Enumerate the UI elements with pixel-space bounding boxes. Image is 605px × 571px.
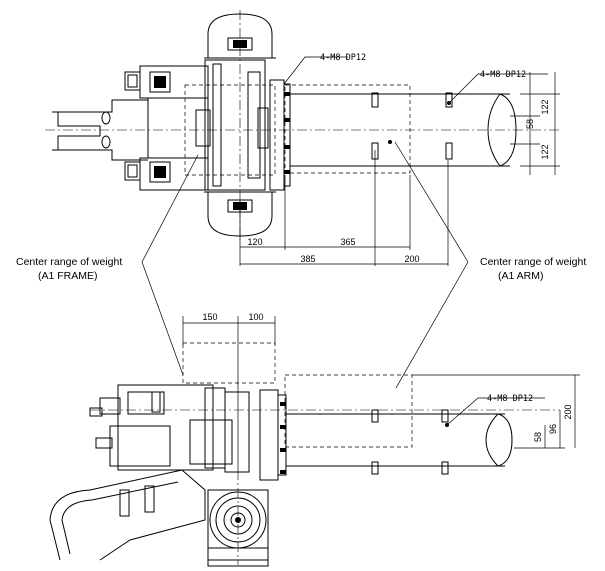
frame-range-zone-side [182, 342, 276, 384]
dim-122-top: 122 [540, 99, 550, 114]
dim-122-bottom: 122 [540, 144, 550, 159]
dim-385: 385 [300, 254, 315, 264]
dim-120: 120 [247, 237, 262, 247]
dim-200: 200 [404, 254, 419, 264]
bolt-note-top-right: 4-M8 DP12 [480, 70, 526, 80]
dim-58-top: 58 [525, 119, 535, 129]
arm-range-zone-top [284, 84, 411, 174]
dim-96-side: 96 [548, 424, 558, 434]
frame-range-title: Center range of weight [16, 256, 122, 268]
arm-range-zone-side [284, 374, 413, 448]
dim-200-side: 200 [563, 404, 573, 419]
dim-150: 150 [202, 312, 217, 322]
dim-58-side: 58 [533, 432, 543, 442]
dim-365: 365 [340, 237, 355, 247]
top-view [45, 10, 560, 266]
bolt-note-top-left: 4-M8 DP12 [320, 53, 366, 63]
bolt-note-side: 4-M8 DP12 [487, 394, 533, 404]
arm-range-title: Center range of weight [480, 256, 586, 268]
side-view [49, 316, 580, 567]
motor-top [204, 13, 276, 59]
arm-range-subtitle: (A1 ARM) [498, 270, 544, 282]
dim-100: 100 [248, 312, 263, 322]
frame-range-subtitle: (A1 FRAME) [38, 270, 98, 282]
